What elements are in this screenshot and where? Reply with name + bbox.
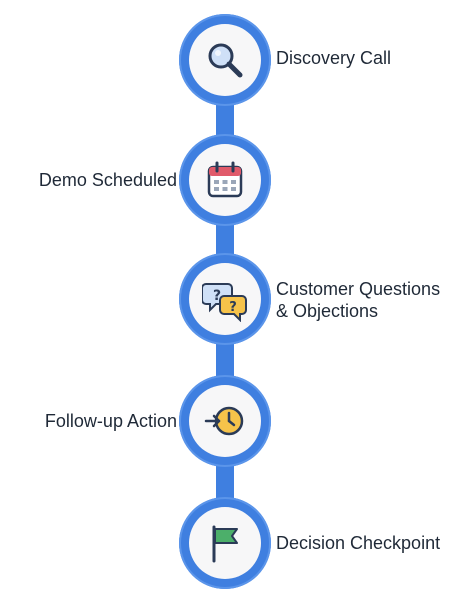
step-label-discovery-call: Discovery Call	[276, 47, 391, 69]
magnifier-icon	[208, 43, 243, 78]
svg-text:?: ?	[229, 300, 237, 315]
step-icon-circle	[189, 24, 261, 96]
step-label-line: Customer Questions	[276, 279, 441, 299]
step-label-demo-scheduled: Demo Scheduled	[39, 169, 177, 191]
step-label-line: Follow-up Action	[44, 411, 177, 431]
step-label-line: Decision Checkpoint	[276, 533, 441, 553]
step-node-follow-up-action	[179, 375, 271, 467]
calendar-icon	[207, 161, 243, 198]
step-icon-circle: ? ?	[189, 263, 261, 335]
step-label-line: Discovery Call	[276, 48, 392, 68]
step-label-follow-up-action: Follow-up Action	[45, 410, 177, 432]
step-icon-circle	[189, 507, 261, 579]
step-node-discovery-call	[179, 14, 271, 106]
flag-icon	[212, 525, 238, 563]
svg-text:?: ?	[213, 288, 221, 304]
question-bubbles-icon: ? ?	[202, 283, 247, 322]
step-icon-circle	[189, 144, 261, 216]
step-icon-circle	[189, 385, 261, 457]
step-label-customer-questions: Customer Questions & Objections	[276, 278, 440, 322]
step-node-customer-questions: ? ?	[179, 253, 271, 345]
step-label-line: & Objections	[276, 301, 379, 321]
step-node-decision-checkpoint	[179, 497, 271, 589]
step-label-line: Demo Scheduled	[38, 170, 177, 190]
step-node-demo-scheduled	[179, 134, 271, 226]
step-label-decision-checkpoint: Decision Checkpoint	[276, 532, 440, 554]
arrow-clock-icon	[204, 406, 244, 436]
